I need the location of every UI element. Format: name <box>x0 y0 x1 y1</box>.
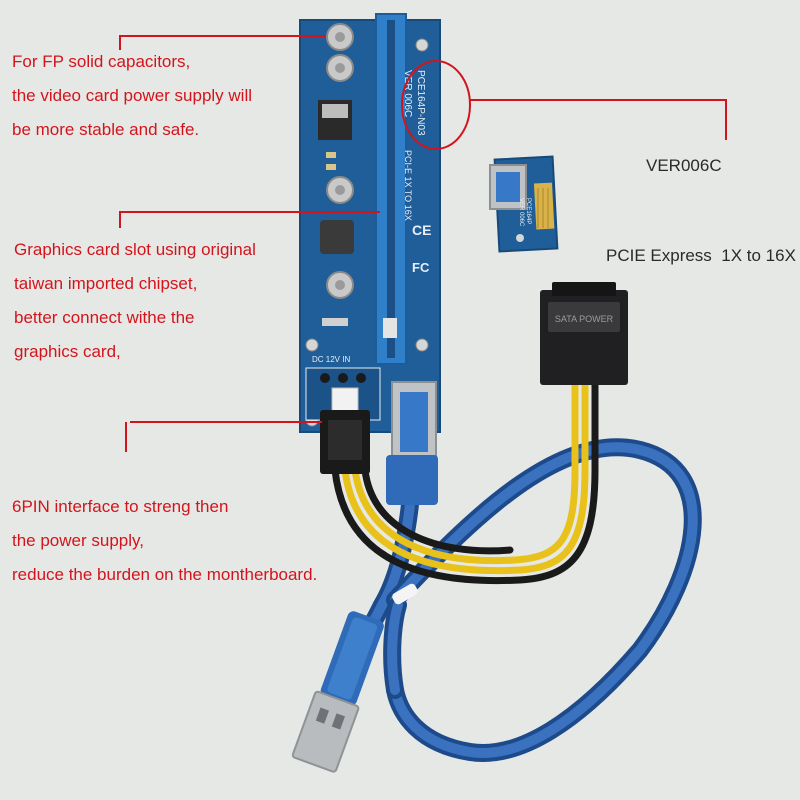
adapter-version-text: VER 006C <box>518 198 524 227</box>
caption-line: the power supply, <box>12 531 144 550</box>
caption-line: better connect withe the <box>14 308 195 327</box>
dc-in-label: DC 12V IN <box>312 355 350 364</box>
power-caption: 6PIN interface to streng then the power … <box>12 490 317 592</box>
usb-port <box>386 381 438 505</box>
slot-caption: Graphics card slot using original taiwan… <box>14 233 256 369</box>
caption-line: be more stable and safe. <box>12 120 200 139</box>
power-cable <box>331 376 599 585</box>
pcie-label: PCIE Express 1X to 16X <box>606 246 796 265</box>
capacitor-caption: For FP solid capacitors, the video card … <box>12 45 252 147</box>
caption-line: reduce the burden on the montherboard. <box>12 565 318 584</box>
caption-line: 6PIN interface to streng then <box>12 497 229 516</box>
inductor <box>320 220 354 254</box>
version-label: VER006C <box>646 156 722 175</box>
fc-mark: FC <box>412 260 430 275</box>
six-pin-plug <box>320 410 370 474</box>
pcie-1x-adapter: PCE164P VER 006C <box>489 155 559 253</box>
sata-power-connector: SATA POWER <box>540 282 628 385</box>
adapter-model-text: PCE164P <box>525 198 531 224</box>
version-caption: VER006C <box>608 152 722 180</box>
caption-line: Graphics card slot using original <box>14 240 256 259</box>
board-slot-label: PCI-E 1X TO 16X <box>403 150 413 221</box>
annotation-lines <box>119 35 727 452</box>
board-version-text: VER 006C <box>402 70 413 117</box>
caption-line: taiwan imported chipset, <box>14 274 198 293</box>
riser-board: PCE164P-N03 VER 006C PCI-E 1X TO 16X CE … <box>299 13 441 433</box>
caption-line: graphics card, <box>14 342 121 361</box>
caption-line: the video card power supply will <box>12 86 253 105</box>
pcie-caption: PCIE Express 1X to 16X <box>606 186 796 298</box>
highlight-circle <box>401 60 471 150</box>
sata-label: SATA POWER <box>555 314 614 324</box>
board-model-text: PCE164P-N03 <box>415 70 426 136</box>
caption-line: For FP solid capacitors, <box>12 52 191 71</box>
ce-mark: CE <box>412 222 431 238</box>
usb-plug <box>291 611 384 773</box>
